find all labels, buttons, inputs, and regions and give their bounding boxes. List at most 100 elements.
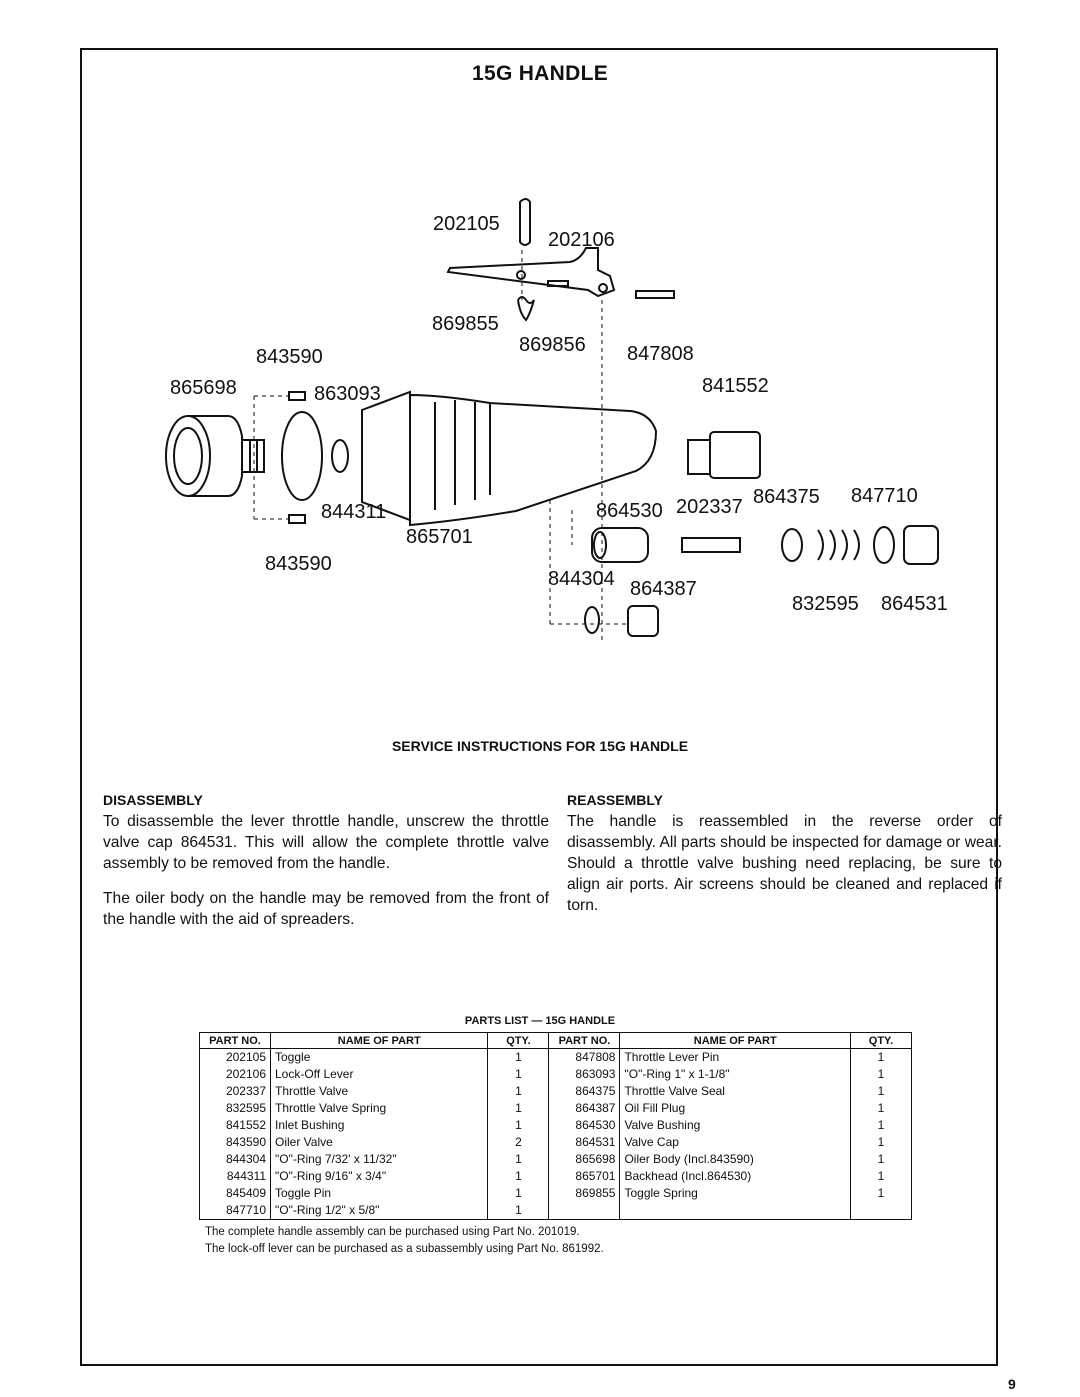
column-header: PART NO. — [199, 1032, 271, 1049]
table-row: 202337 Throttle Valve 1 864375 Throttle … — [199, 1083, 912, 1100]
part-no-cell: 864375 — [548, 1083, 621, 1100]
part-no-cell: 202106 — [199, 1066, 271, 1083]
disassembly-section: DISASSEMBLY To disassemble the lever thr… — [103, 790, 549, 944]
throttle-o-ring-part — [873, 526, 895, 564]
label-869855: 869855 — [432, 313, 499, 335]
label-864531: 864531 — [881, 593, 948, 615]
part-no-cell: 845409 — [199, 1185, 271, 1202]
label-202105: 202105 — [433, 213, 500, 235]
valve-cap-part — [903, 525, 939, 565]
table-row: 832595 Throttle Valve Spring 1 864387 Oi… — [199, 1100, 912, 1117]
table-row: 841552 Inlet Bushing 1 864530 Valve Bush… — [199, 1117, 912, 1134]
page-title: 15G HANDLE — [471, 62, 609, 85]
part-name-cell: Valve Cap — [619, 1134, 851, 1151]
reassembly-heading: REASSEMBLY — [567, 792, 663, 808]
qty-cell: 1 — [487, 1168, 550, 1185]
reassembly-section: REASSEMBLY The handle is reassembled in … — [567, 790, 1002, 930]
oiler-valve-top — [288, 391, 306, 401]
throttle-valve-seal-part — [781, 528, 803, 562]
part-no-cell: 847808 — [548, 1048, 621, 1066]
inlet-screen-part — [687, 439, 711, 475]
qty-cell: 1 — [487, 1066, 550, 1083]
reassembly-paragraph: The handle is reassembled in the reverse… — [567, 813, 1002, 914]
column-header: QTY. — [850, 1032, 912, 1049]
column-header: NAME OF PART — [619, 1032, 851, 1049]
label-832595: 832595 — [792, 593, 859, 615]
label-843590-bottom: 843590 — [265, 553, 332, 575]
part-no-cell: 844311 — [199, 1168, 271, 1185]
part-no-cell: 841552 — [199, 1117, 271, 1134]
qty-cell: 1 — [850, 1083, 912, 1100]
exploded-parts-diagram: 202105 202106 869855 869856 843590 84780… — [165, 198, 948, 640]
column-header: QTY. — [487, 1032, 550, 1049]
part-no-cell: 864387 — [548, 1100, 621, 1117]
qty-cell: 1 — [487, 1048, 550, 1066]
table-row: 845409 Toggle Pin 1 869855 Toggle Spring… — [199, 1185, 912, 1202]
part-no-cell: 865701 — [548, 1168, 621, 1185]
table-row: 843590 Oiler Valve 2 864531 Valve Cap 1 — [199, 1134, 912, 1151]
qty-cell: 1 — [850, 1100, 912, 1117]
throttle-lever-pin-part — [635, 290, 675, 299]
label-863093: 863093 — [314, 383, 381, 405]
parts-list-table: PART NO. NAME OF PART QTY. PART NO. NAME… — [199, 1032, 912, 1220]
qty-cell: 1 — [850, 1134, 912, 1151]
part-name-cell: Toggle Spring — [619, 1185, 851, 1202]
label-864375: 864375 — [753, 486, 820, 508]
toggle-spring-part — [517, 296, 535, 322]
part-no-cell — [548, 1202, 621, 1220]
column-header: PART NO. — [548, 1032, 621, 1049]
label-202337: 202337 — [676, 496, 743, 518]
part-name-cell: Oiler Body (Incl.843590) — [619, 1151, 851, 1168]
part-no-cell: 863093 — [548, 1066, 621, 1083]
part-no-cell: 847710 — [199, 1202, 271, 1220]
label-865698: 865698 — [170, 377, 237, 399]
part-no-cell: 202337 — [199, 1083, 271, 1100]
part-no-cell: 844304 — [199, 1151, 271, 1168]
footnote-complete-assembly: The complete handle assembly can be purc… — [205, 1226, 580, 1238]
qty-cell: 1 — [487, 1202, 550, 1220]
part-name-cell: Valve Bushing — [619, 1117, 851, 1134]
part-name-cell: Throttle Valve Seal — [619, 1083, 851, 1100]
label-202106: 202106 — [548, 229, 615, 251]
valve-bushing-part — [591, 527, 649, 563]
lever-pin-small — [547, 280, 569, 287]
part-no-cell: 869855 — [548, 1185, 621, 1202]
oiler-valve-bottom — [288, 514, 306, 524]
qty-cell — [850, 1202, 912, 1220]
part-name-cell: Lock-Off Lever — [269, 1066, 489, 1083]
column-header: NAME OF PART — [269, 1032, 489, 1049]
disassembly-paragraph-2: The oiler body on the handle may be remo… — [103, 890, 549, 928]
part-name-cell: Inlet Bushing — [269, 1117, 489, 1134]
small-o-ring-part — [331, 439, 349, 473]
label-869856: 869856 — [519, 334, 586, 356]
disassembly-paragraph-1: To disassemble the lever throttle handle… — [103, 813, 549, 872]
part-name-cell: Toggle — [269, 1048, 489, 1066]
part-name-cell: Throttle Valve — [269, 1083, 489, 1100]
handle-body-part — [409, 393, 658, 527]
label-864387: 864387 — [630, 578, 697, 600]
disassembly-heading: DISASSEMBLY — [103, 792, 203, 808]
large-o-ring-part — [281, 411, 323, 501]
oil-fill-plug-part — [627, 605, 659, 637]
label-843590-top: 843590 — [256, 346, 323, 368]
part-name-cell: "O"-Ring 7/32' x 11/32" — [269, 1151, 489, 1168]
table-row: 844311 "O"-Ring 9/16" x 3/4" 1 865701 Ba… — [199, 1168, 912, 1185]
qty-cell: 1 — [487, 1100, 550, 1117]
table-row: 844304 "O"-Ring 7/32' x 11/32" 1 865698 … — [199, 1151, 912, 1168]
qty-cell: 1 — [487, 1151, 550, 1168]
qty-cell: 1 — [850, 1185, 912, 1202]
qty-cell: 2 — [487, 1134, 550, 1151]
table-row: 847710 "O"-Ring 1/2" x 5/8" 1 — [199, 1202, 912, 1220]
throttle-valve-part — [681, 537, 741, 553]
footnote-lock-off-lever: The lock-off lever can be purchased as a… — [205, 1243, 604, 1255]
part-name-cell: "O"-Ring 9/16" x 3/4" — [269, 1168, 489, 1185]
part-no-cell: 864530 — [548, 1117, 621, 1134]
part-name-cell — [619, 1202, 851, 1220]
part-name-cell: Backhead (Incl.864530) — [619, 1168, 851, 1185]
label-847710: 847710 — [851, 485, 918, 507]
part-name-cell: Oiler Valve — [269, 1134, 489, 1151]
part-name-cell: "O"-Ring 1/2" x 5/8" — [269, 1202, 489, 1220]
table-row: 202106 Lock-Off Lever 1 863093 "O"-Ring … — [199, 1066, 912, 1083]
part-no-cell: 865698 — [548, 1151, 621, 1168]
table-row: 202105 Toggle 1 847808 Throttle Lever Pi… — [199, 1048, 912, 1066]
